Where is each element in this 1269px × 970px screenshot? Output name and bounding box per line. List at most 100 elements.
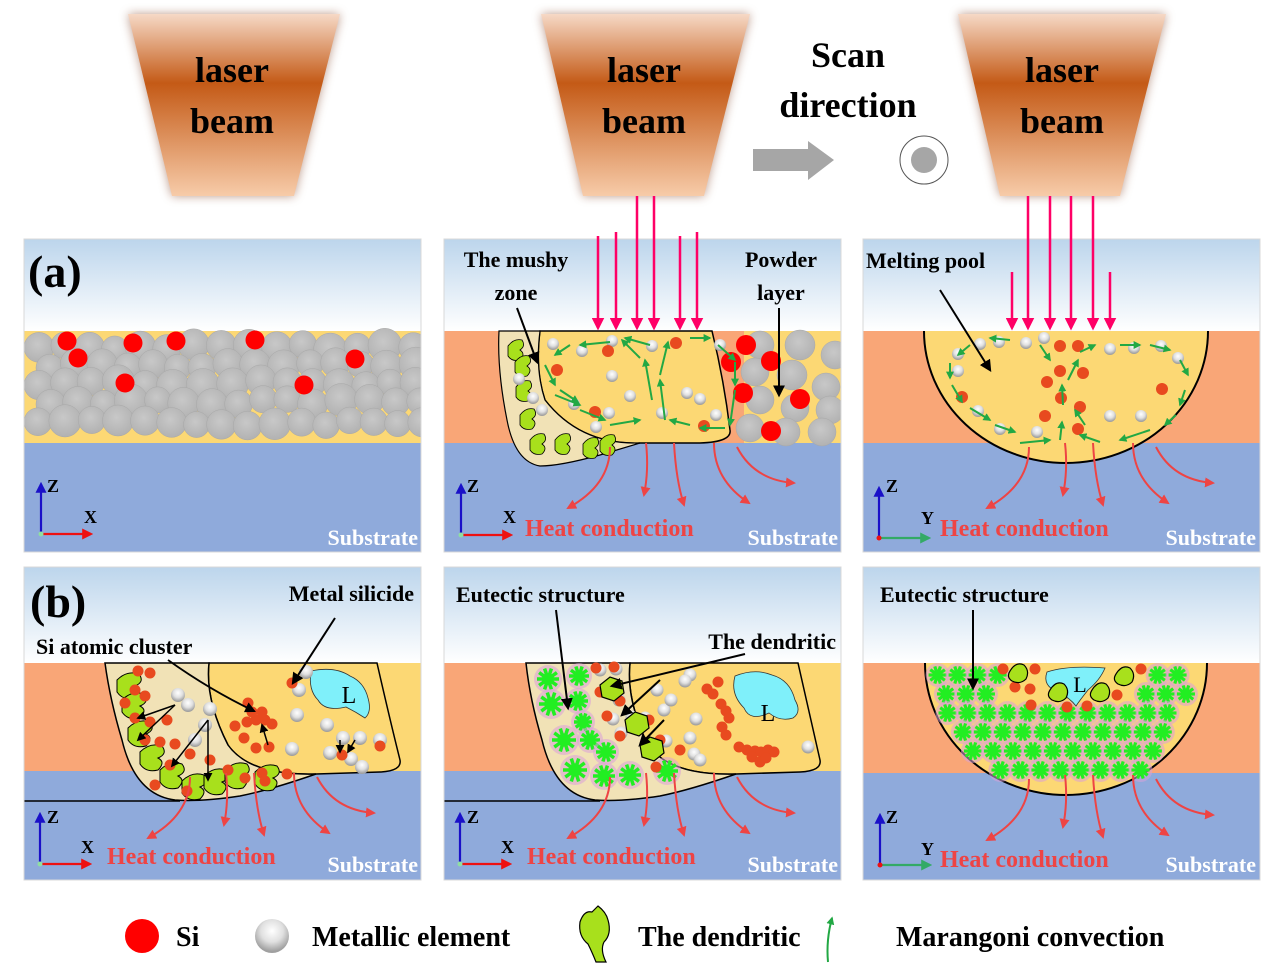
marangoni-arrow <box>544 364 556 387</box>
si-atom <box>602 345 614 357</box>
metallic-atom <box>1104 410 1116 422</box>
eutectic-core <box>1115 765 1126 775</box>
eutectic-core <box>940 689 951 699</box>
atoms <box>997 663 1147 713</box>
si-atom <box>294 375 314 395</box>
dendrites <box>507 339 616 459</box>
si-atom <box>374 740 386 752</box>
legend-label: The dendritic <box>638 922 801 953</box>
powder-particle <box>784 329 816 361</box>
si-atom <box>698 420 710 432</box>
si-atom <box>1054 365 1066 377</box>
laser-label-line1: laser <box>1025 50 1099 90</box>
panel-a3-frame <box>862 238 1261 553</box>
metallic-atom <box>344 752 358 766</box>
metallic-atom <box>513 373 525 385</box>
marangoni-arrow <box>553 344 571 356</box>
marangoni-arrow <box>1118 429 1151 442</box>
eutectic-core <box>572 695 584 707</box>
powder-particle <box>287 407 317 437</box>
axis-origin <box>877 862 883 868</box>
legend-item-dendritic: The dendritic <box>579 905 801 963</box>
eutectic-core <box>1067 746 1078 756</box>
metallic-atom <box>323 746 337 760</box>
si-atom <box>1039 410 1051 422</box>
dendrite <box>624 711 650 737</box>
marangoni-arrow <box>1039 344 1051 362</box>
metallic-atom <box>353 731 367 745</box>
melt-atoms <box>952 332 1184 438</box>
si-atom <box>761 351 781 371</box>
metallic-atom <box>290 708 304 722</box>
metallic-atom <box>320 718 334 732</box>
annotation-melting-pool: Melting pool <box>866 248 985 273</box>
metallic-atom <box>188 733 202 747</box>
metallic-atom <box>678 674 692 688</box>
heat-arrow <box>640 442 651 497</box>
eutectic-core <box>967 746 978 756</box>
heat-arrow <box>1092 442 1106 507</box>
metallic-atom <box>355 760 369 774</box>
laser-label-line1: laser <box>607 50 681 90</box>
heat-arrow <box>985 778 1030 841</box>
eutectic-core <box>1152 670 1163 680</box>
si-atom <box>144 716 156 728</box>
si-atom <box>1111 689 1123 701</box>
heat-conduction-label: Heat conduction <box>940 847 1109 873</box>
eutectic-core <box>997 727 1008 737</box>
eutectic-core <box>1117 727 1128 737</box>
eutectic-core <box>597 769 611 783</box>
heat-arrow <box>1155 446 1215 488</box>
marangoni-arrow <box>656 378 666 421</box>
eutectic-core <box>962 708 973 718</box>
si-atom <box>263 741 275 753</box>
heat-arrow <box>673 772 687 837</box>
eutectic-core <box>942 708 953 718</box>
si-atom <box>245 330 265 350</box>
axis-label-z: Z <box>47 807 59 827</box>
panel-b3-frame <box>862 566 1261 881</box>
si-atom <box>115 373 135 393</box>
dendrite <box>507 339 524 361</box>
metallic-atom <box>650 683 664 697</box>
eutectic-core <box>568 763 582 777</box>
annotation-powder-layer-line1: Powder <box>745 247 817 272</box>
melting-pool-pointer <box>939 289 992 373</box>
powder-particles <box>24 328 421 441</box>
si-atom <box>256 706 268 718</box>
heat-arrow <box>1132 774 1170 837</box>
metallic-atom <box>624 390 636 402</box>
heat-arrow <box>713 442 751 505</box>
marangoni-arrow <box>1058 383 1067 406</box>
metallic-atom <box>974 338 986 350</box>
scan-direction: Scan direction <box>753 35 949 185</box>
eutectic-core <box>1140 689 1151 699</box>
panel-b2-frame <box>443 566 842 881</box>
substrate-label: Substrate <box>1166 852 1257 877</box>
eutectic-core <box>660 764 674 778</box>
annotation-eutectic-structure: Eutectic structure <box>880 582 1049 607</box>
legend-item-marangoni: Marangoni convection <box>826 916 1165 963</box>
metallic-atom <box>693 753 707 767</box>
si-atom <box>154 736 166 748</box>
marangoni-arrow <box>956 344 971 357</box>
dendrite <box>1089 682 1111 703</box>
eutectic-core <box>1077 727 1088 737</box>
si-atom <box>1072 423 1084 435</box>
axis-origin <box>37 861 43 867</box>
si-atom <box>1041 376 1053 388</box>
marangoni-arrow <box>994 424 1017 434</box>
si-atom <box>169 738 181 750</box>
annotation-metal-silicide: Metal silicide <box>289 581 414 606</box>
si-atom <box>336 749 348 761</box>
powder-particle <box>24 407 53 436</box>
heat-conduction-label: Heat conduction <box>525 516 694 542</box>
marangoni-arrow <box>668 417 691 426</box>
si-atom <box>721 352 741 372</box>
si-atom <box>229 720 241 732</box>
metallic-atom <box>656 407 668 419</box>
eutectic-core <box>932 670 943 680</box>
liquid-label: L <box>342 683 357 709</box>
marangoni-arrow <box>717 344 737 362</box>
metallic-atom <box>1135 410 1147 422</box>
